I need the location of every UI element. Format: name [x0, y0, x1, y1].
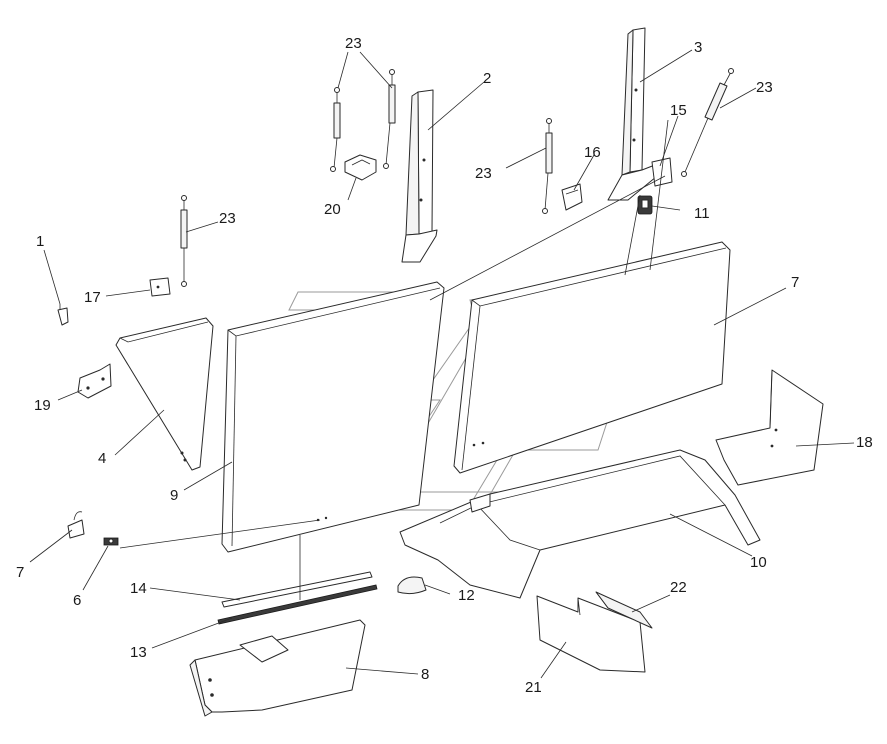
callout-13: 13 — [130, 644, 147, 661]
callout-4: 4 — [98, 450, 106, 467]
callout-23: 23 — [219, 210, 236, 227]
callout-7: 7 — [16, 564, 24, 581]
strip-22 — [595, 591, 653, 629]
callout-3: 3 — [694, 39, 702, 56]
panel-21 — [536, 595, 646, 673]
assembly-lines — [119, 119, 669, 600]
callout-10: 10 — [750, 554, 767, 571]
callout-21: 21 — [525, 679, 542, 696]
hinge-pin-7 — [67, 511, 85, 539]
lower-channel-10 — [399, 449, 761, 599]
callout-11: 11 — [694, 205, 710, 222]
bracket-17 — [149, 277, 171, 297]
callout-17: 17 — [84, 289, 101, 306]
door-panel-7 — [453, 241, 731, 474]
gas-strut-left — [180, 195, 188, 287]
side-panel-4 — [115, 317, 214, 471]
callout-8: 8 — [421, 666, 429, 683]
strip-14 — [221, 571, 373, 608]
side-panel-18 — [715, 369, 824, 486]
door-panel-9 — [221, 281, 445, 553]
bottom-plate-8 — [189, 619, 366, 717]
callout-9: 9 — [170, 487, 178, 504]
callout-16: 16 — [584, 144, 601, 161]
callout-22: 22 — [670, 579, 687, 596]
latch-11 — [637, 195, 653, 215]
callout-23: 23 — [756, 79, 773, 96]
hinge-19 — [77, 363, 112, 399]
callout-1: 1 — [36, 233, 44, 250]
callout-18: 18 — [856, 434, 873, 451]
gas-strut-top-left-2 — [383, 69, 396, 169]
callout-14: 14 — [130, 580, 147, 597]
callout-12: 12 — [458, 587, 475, 604]
support-post-3 — [607, 27, 663, 201]
callout-7: 7 — [791, 274, 799, 291]
callout-23: 23 — [475, 165, 492, 182]
callout-15: 15 — [670, 102, 687, 119]
callout-2: 2 — [483, 70, 491, 87]
bracket-16 — [561, 183, 583, 211]
gas-strut-top-left-1 — [330, 87, 341, 172]
hinge-plate-6 — [103, 537, 119, 546]
cap-12 — [397, 576, 427, 595]
callout-23: 23 — [345, 35, 362, 52]
callout-6: 6 — [73, 592, 81, 609]
callout-19: 19 — [34, 397, 51, 414]
gas-strut-center — [542, 118, 553, 214]
callout-labels: 23 2 3 23 15 16 23 11 20 23 1 17 19 4 9 … — [16, 35, 873, 696]
bracket-20 — [344, 154, 377, 181]
clip-1 — [57, 304, 69, 326]
callout-leaders — [29, 49, 855, 679]
support-post-2 — [401, 89, 438, 263]
callout-20: 20 — [324, 201, 341, 218]
gas-strut-right — [681, 68, 734, 177]
